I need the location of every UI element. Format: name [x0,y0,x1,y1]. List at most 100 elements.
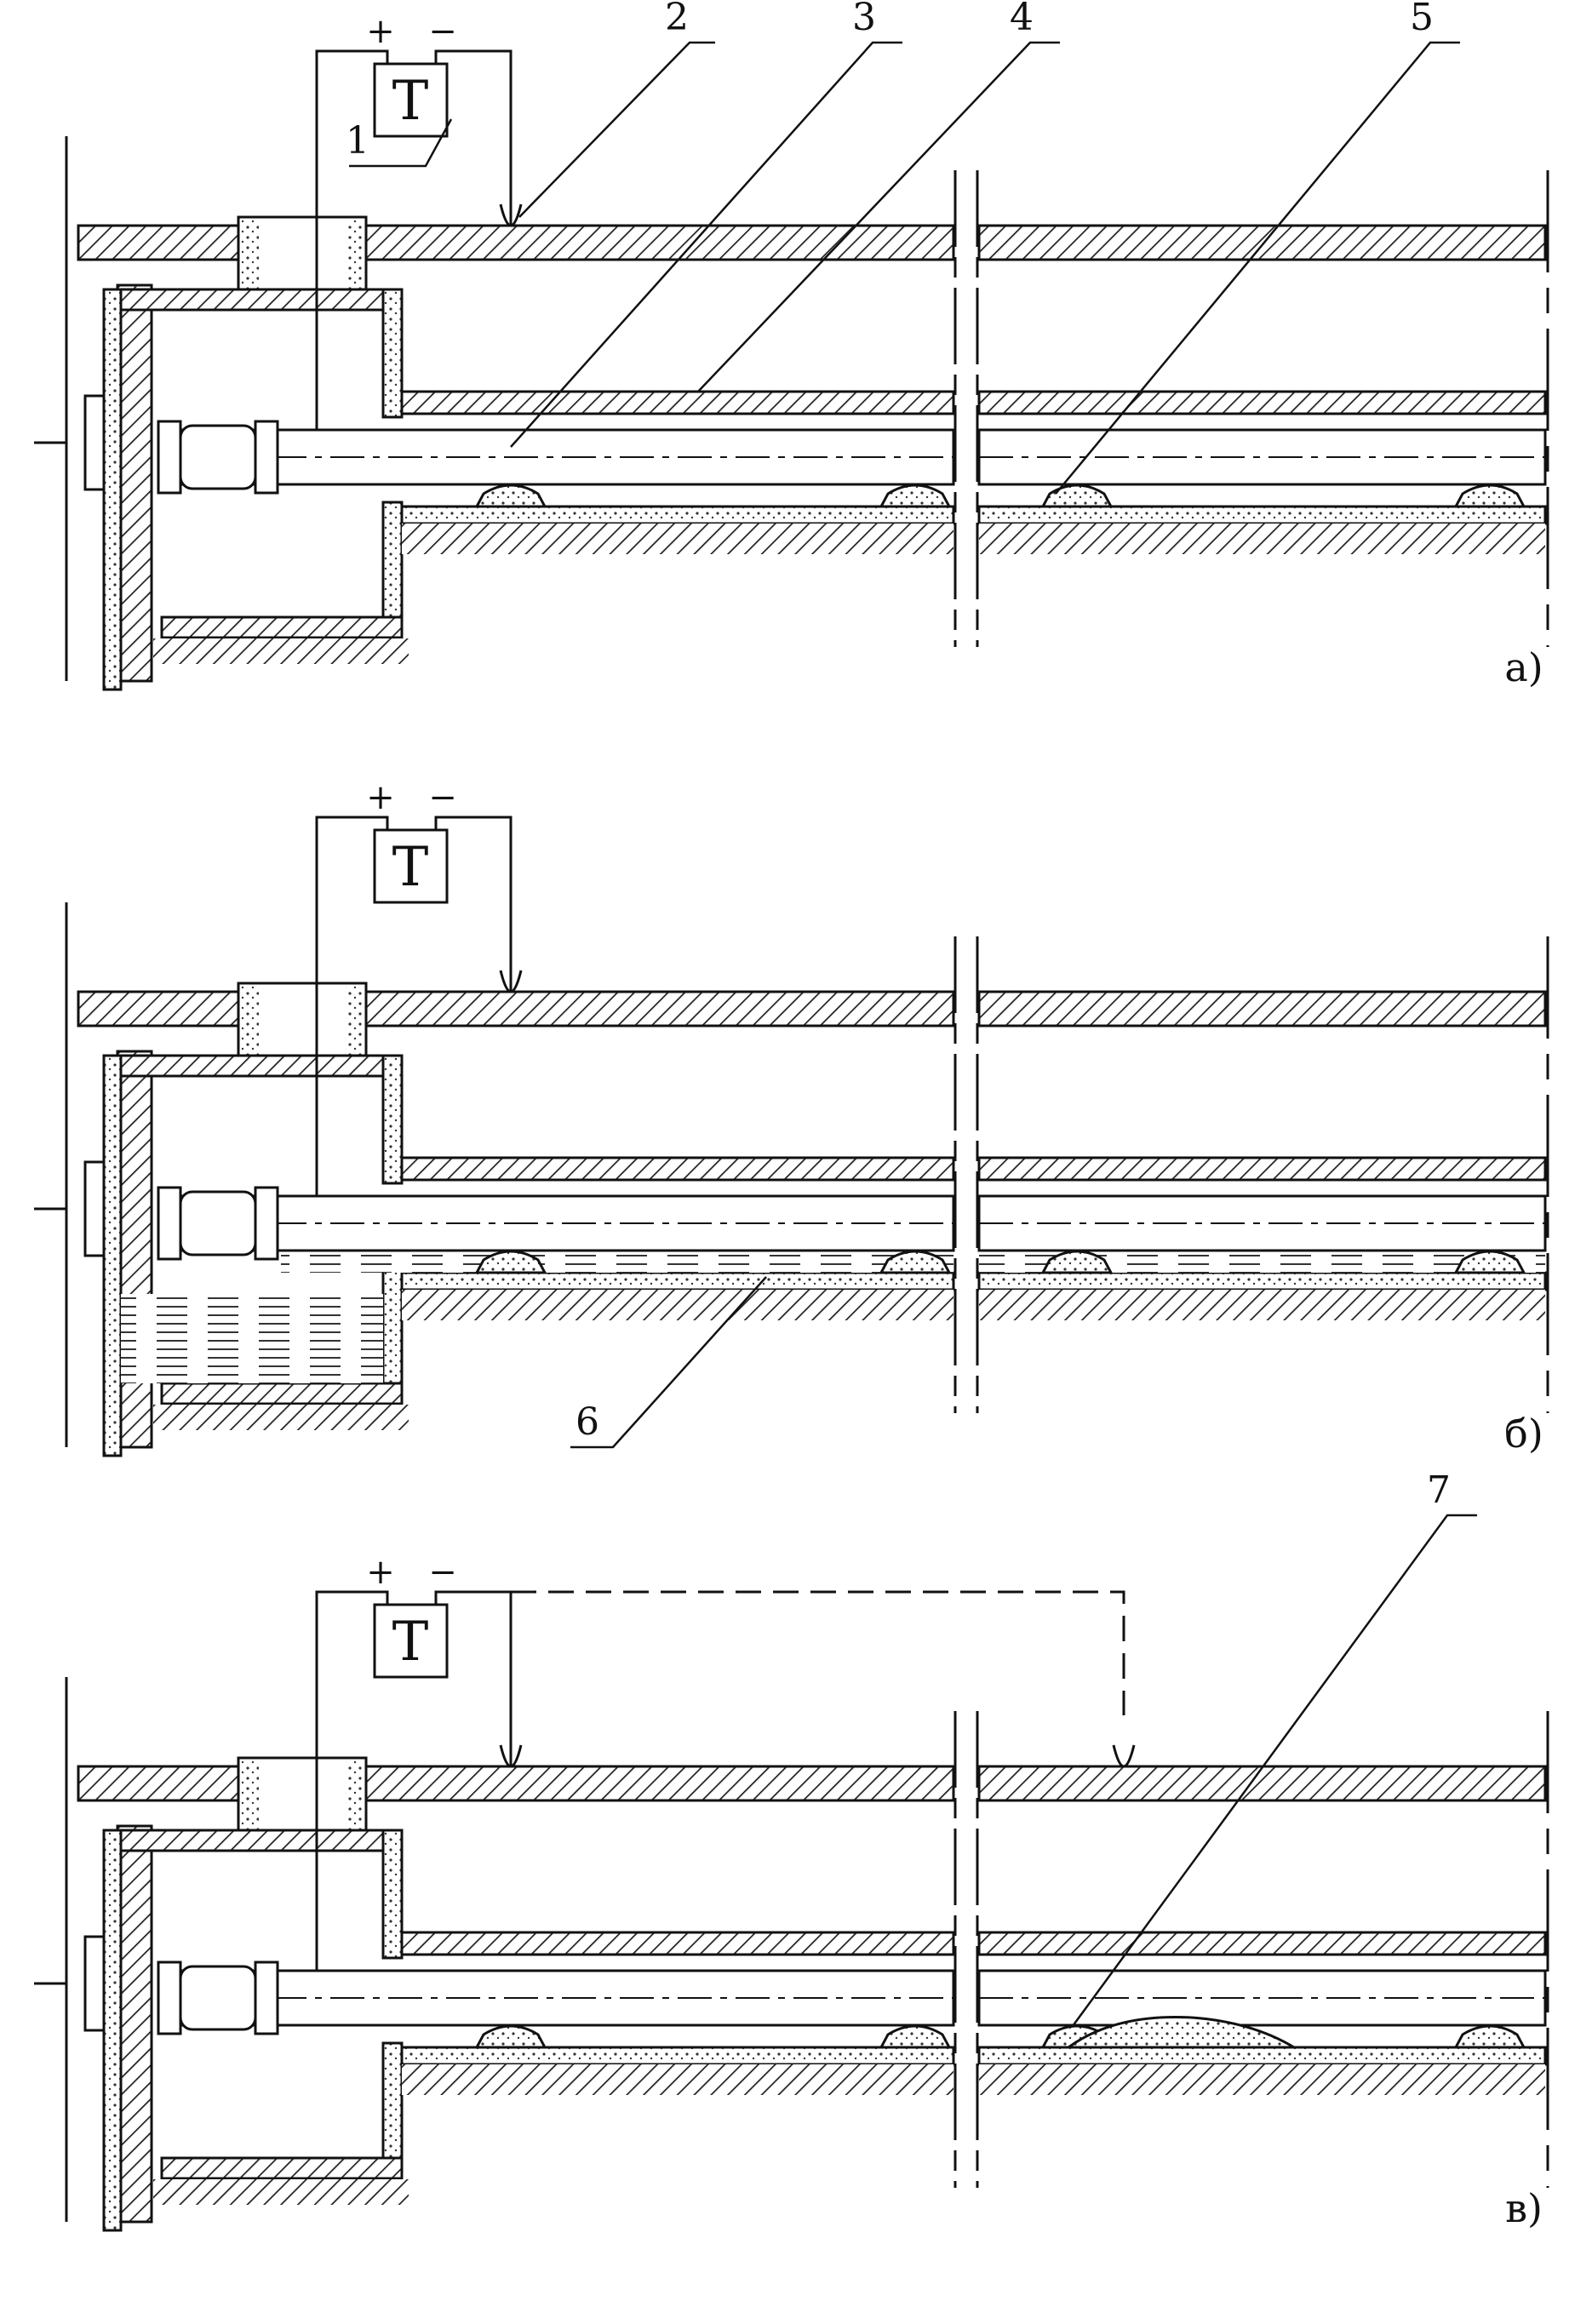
callout-number: 2 [665,0,689,39]
manhole-neck [237,982,368,1062]
valve-flange [157,420,182,495]
pipe-support [474,2024,547,2049]
chamber-roof [102,288,404,312]
meter-symbol: Т [392,70,429,133]
manhole-neck [237,215,368,295]
pipe-support [1453,1250,1526,1274]
pipe-support [474,484,547,508]
tunnel-base-soil [402,1290,953,1320]
ground-surface [977,1765,1547,1802]
panel-sublabel: б) [1504,1411,1543,1457]
polarity-minus: − [428,778,457,817]
tunnel-roof [400,1156,955,1182]
lead-wire-negative [434,1590,513,1766]
tunnel-floor [977,1271,1547,1291]
valve-body [179,424,257,490]
panel-sublabel: а) [1504,644,1543,690]
tunnel-floor [977,2046,1547,2066]
meter-device [373,828,449,904]
pipe-support [879,484,952,508]
valve-flange [157,1961,182,2035]
pipe-support [1040,484,1114,508]
valve-flange [157,1186,182,1261]
tunnel-floor [400,1271,955,1291]
pipe-support [879,2024,952,2049]
ground-electrode-remote [1112,1744,1136,1768]
tunnel-base-soil [402,524,953,554]
lead-wire-negative [434,49,513,226]
pipe-support [1040,1250,1114,1274]
tunnel-roof [400,1931,955,1956]
tunnel-base-soil [402,2064,953,2095]
chamber-roof [102,1829,404,1852]
lead-wire-positive [315,816,389,1196]
chamber-floor [160,2156,404,2180]
chamber-wall-right [381,1829,404,1960]
ground-electrode [499,970,523,993]
chamber-wall-left [102,288,123,691]
wall-flange [83,1935,106,2032]
tunnel-base-soil [979,2064,1545,2095]
tunnel-base-soil [979,524,1545,554]
callout-leader [570,1276,767,1449]
callout-number: 5 [1410,0,1434,39]
ground-electrode [499,203,523,227]
manhole-wall [240,219,259,292]
pipe-support [1453,2024,1526,2049]
callout-leader [1055,41,1460,495]
pipe-support [474,1250,547,1274]
chamber-wall-left [102,1054,123,1457]
chamber-wall-right [381,288,404,419]
chamber-floor [160,615,404,639]
ground-surface [977,224,1547,261]
tunnel-roof [400,390,955,415]
chamber-wall [116,1824,153,2224]
chamber-floor-soil [153,638,409,664]
pipe-support [1453,484,1526,508]
ground-surface [77,990,242,1027]
ground-surface [977,990,1547,1027]
meter-symbol: Т [392,836,429,899]
panel-2: Т +− б) 6 [34,778,1549,1457]
callout-leader [697,41,1060,392]
chamber-floor-soil [153,1405,409,1430]
lead-wire-positive [315,1590,389,1971]
lead-wire-negative [434,816,513,992]
callout-number: 1 [346,119,369,163]
ground-surface [364,990,955,1027]
wall-flange [83,1160,106,1257]
manhole-wall [240,985,259,1058]
tunnel-roof [977,1931,1547,1956]
chamber-wall [116,1050,153,1449]
tunnel-floor [977,505,1547,525]
callout-number: 3 [852,0,876,39]
manhole-neck [237,1756,368,1836]
chamber-floor-soil [153,2179,409,2205]
meter-device [373,1603,449,1679]
water-in-chamber [121,1294,383,1383]
remote-lead-dashed [511,1590,1125,1715]
panel-sublabel: в) [1505,2185,1543,2231]
valve-body [179,1965,257,2031]
pipe-support [879,1250,952,1274]
manhole-wall [346,1760,364,1833]
tunnel-base-soil [979,1290,1545,1320]
chamber-wall [116,283,153,683]
callout-number: 6 [576,1400,599,1444]
polarity-plus: + [366,12,395,51]
tunnel-roof [977,1156,1547,1182]
wall-flange [83,394,106,491]
chamber-wall-left [102,1829,123,2232]
callout-leader [518,41,715,218]
callout-leader [510,41,902,448]
panel-3: Т+−в)7 [34,1468,1549,2232]
valve-body [179,1190,257,1256]
manhole-wall [346,219,364,292]
chamber-roof [102,1054,404,1078]
callout-leader [1071,1514,1477,2027]
polarity-plus: + [366,778,395,817]
chamber-floor [160,1382,404,1405]
ground-surface [77,224,242,261]
ground-surface [364,224,955,261]
